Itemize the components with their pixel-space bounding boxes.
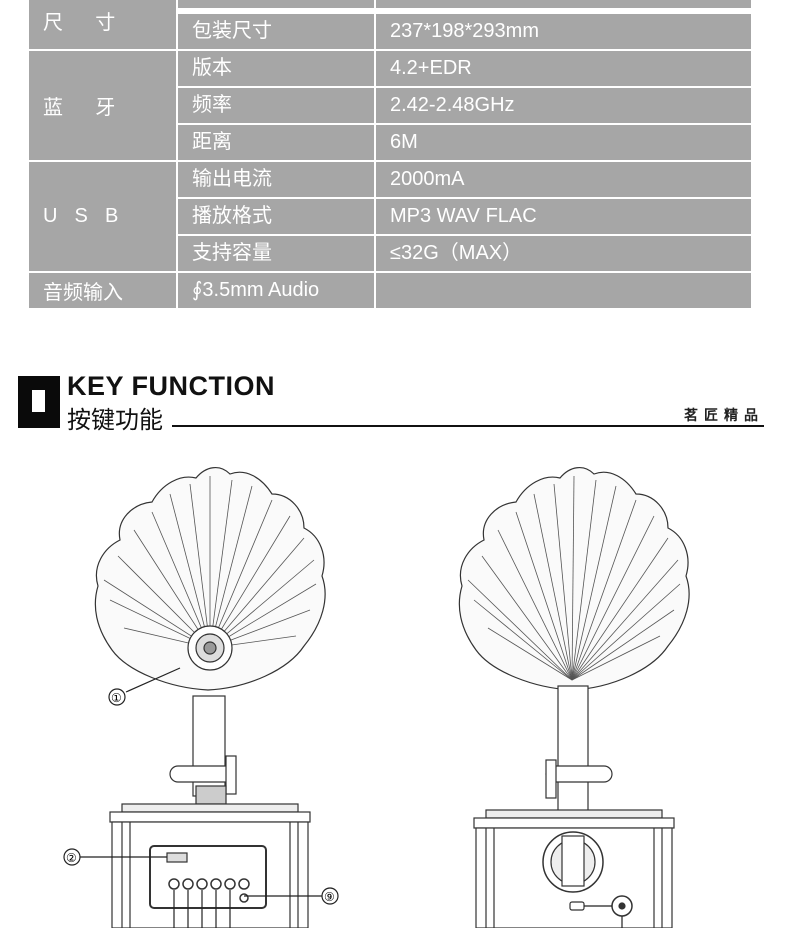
spec-value [376, 273, 751, 308]
spec-value: 2000mA [376, 162, 751, 197]
spec-value: 237*198*293mm [376, 14, 751, 49]
spec-name: 播放格式 [178, 199, 374, 234]
back-view [458, 467, 690, 928]
spec-value: MP3 WAV FLAC [376, 199, 751, 234]
spec-name: 支持容量 [178, 236, 374, 271]
spec-name: 输出电流 [178, 162, 374, 197]
brand-label: 茗匠精品 [684, 407, 764, 423]
spec-name: 包装尺寸 [178, 14, 374, 49]
spec-name: 距离 [178, 125, 374, 160]
spec-name: 版本 [178, 51, 374, 86]
section-title-en: KEY FUNCTION [67, 371, 276, 401]
callout-9: ⑨ [324, 890, 335, 904]
spec-group-label: 蓝 牙 [43, 97, 118, 119]
section-title-cn: 按键功能 [67, 407, 163, 434]
front-view [63, 467, 339, 928]
spec-group-audio: 音频输入 [29, 273, 176, 308]
spec-value: 205*177*330mm [376, 0, 751, 8]
spec-value: 2.42-2.48GHz [376, 88, 751, 123]
spec-group-usb: U S B [29, 162, 176, 271]
spec-group-size: 尺 寸 [29, 0, 176, 49]
spec-value: 6M [376, 125, 751, 160]
spec-name: ∮3.5mm Audio [178, 273, 374, 308]
spec-name: 产品尺寸 [178, 0, 374, 8]
section-marker-icon [18, 376, 60, 428]
spec-name: 频率 [178, 88, 374, 123]
spec-group-label: 音频输入 [43, 282, 123, 304]
callout-2: ② [66, 851, 77, 865]
spec-group-bluetooth: 蓝 牙 [29, 51, 176, 160]
spec-value: ≤32G（MAX） [376, 236, 751, 271]
spec-value: 4.2+EDR [376, 51, 751, 86]
spec-group-label: 尺 寸 [43, 12, 118, 34]
horn-back [458, 467, 690, 691]
product-illustration: ① ② ⑨ [63, 467, 690, 928]
section-divider [172, 425, 764, 427]
callout-1: ① [111, 691, 122, 705]
spec-group-label: U S B [43, 205, 121, 227]
